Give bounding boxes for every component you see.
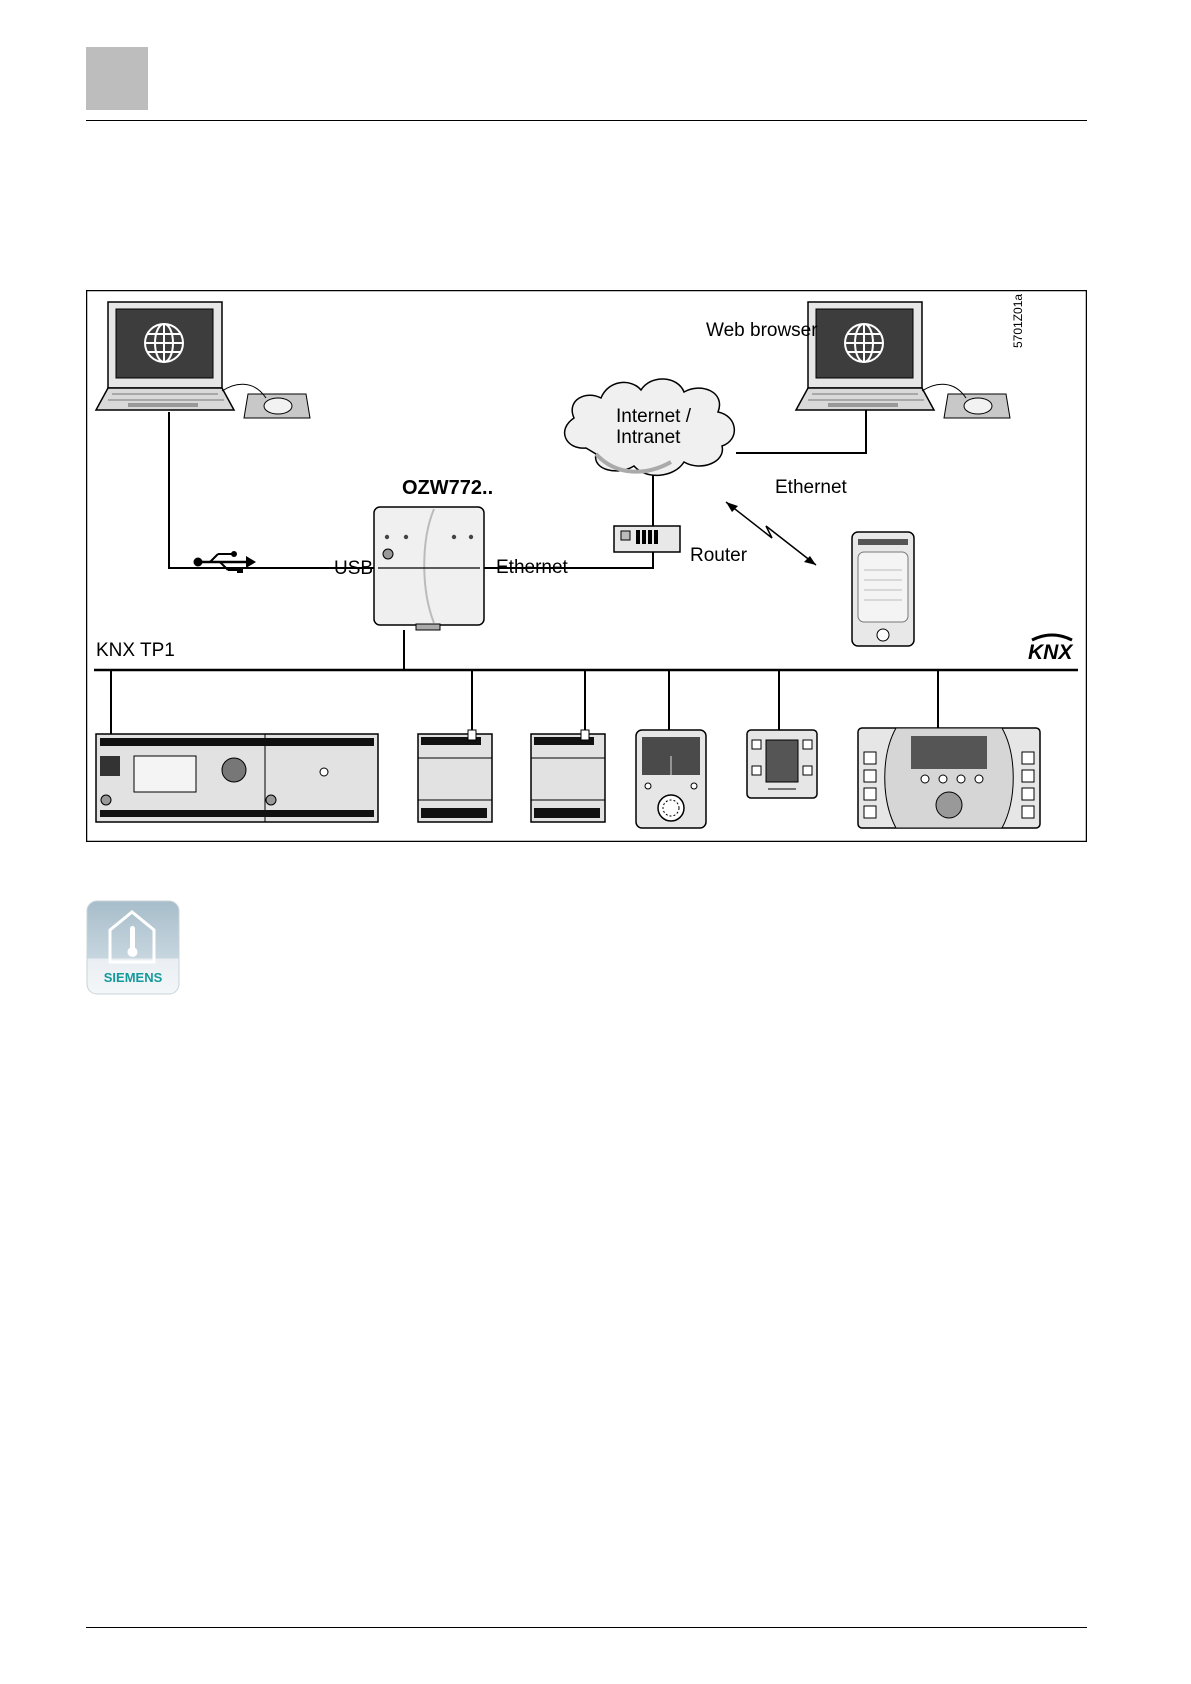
internet-label: Internet /	[616, 406, 692, 427]
modular-controller	[96, 734, 378, 822]
chapter-marker	[86, 47, 148, 110]
extension-module	[531, 730, 605, 822]
handheld-device	[852, 532, 914, 646]
globe-icon	[845, 324, 883, 362]
room-operator-unit	[636, 730, 706, 828]
siemens-brand: SIEMENS	[104, 970, 163, 985]
usb-label: USB	[334, 558, 373, 579]
network-diagram: Web browser 5701Z01a Internet / Intranet…	[86, 290, 1087, 842]
extension-module	[418, 730, 492, 822]
ethernet-label-right: Ethernet	[775, 477, 848, 498]
drawing-code: 5701Z01a	[1011, 294, 1025, 348]
header-rule	[86, 120, 1087, 121]
room-unit-buttons	[747, 730, 817, 798]
footer-rule	[86, 1627, 1087, 1628]
operator-terminal	[858, 728, 1040, 828]
ethernet-label-left: Ethernet	[496, 557, 569, 578]
ozw-model-label: OZW772..	[402, 477, 493, 499]
siemens-app-icon: SIEMENS	[86, 900, 180, 995]
web-browser-label: Web browser	[706, 320, 818, 341]
ozw772-web-server	[374, 507, 484, 630]
router-label: Router	[690, 545, 748, 566]
knx-logo: KNX	[1028, 641, 1074, 664]
intranet-label: Intranet	[616, 427, 681, 448]
globe-icon	[145, 324, 183, 362]
router-device	[614, 526, 680, 552]
knx-bus-label: KNX TP1	[96, 640, 175, 661]
